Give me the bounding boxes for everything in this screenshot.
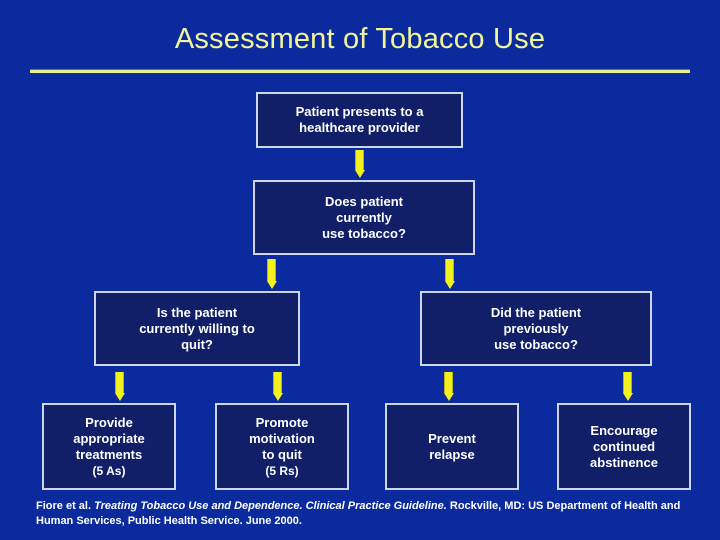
flow-node-willing-to-quit[interactable]: Is the patient currently willing to quit… xyxy=(94,291,300,366)
arrow-head xyxy=(114,393,125,401)
flow-node-sublabel: (5 Rs) xyxy=(265,463,299,478)
title-divider xyxy=(30,69,690,74)
flow-node-line: previously xyxy=(503,320,569,336)
arrow-shaft xyxy=(355,150,364,170)
flow-node-line: Does patient xyxy=(324,193,403,209)
arrow-head xyxy=(443,393,454,401)
flow-node-prevent-relapse[interactable]: Prevent relapse xyxy=(385,403,519,490)
flow-node-line: Encourage xyxy=(590,422,658,438)
arrow-head xyxy=(444,281,455,289)
flow-node-line: currently xyxy=(336,209,392,225)
citation: Fiore et al. Treating Tobacco Use and De… xyxy=(36,499,706,529)
arrow-shaft xyxy=(115,372,124,393)
flow-node-line: appropriate xyxy=(73,430,145,446)
flow-node-provide-treatments[interactable]: Provide appropriate treatments (5 As) xyxy=(42,403,176,490)
flow-node-line: Patient presents to a xyxy=(295,104,424,119)
flow-node-line: continued xyxy=(592,438,656,454)
flow-node-currently-use[interactable]: Does patient currently use tobacco? xyxy=(253,180,475,255)
flow-node-line: relapse xyxy=(429,446,475,462)
flow-node-sublabel: (5 As) xyxy=(92,463,126,478)
flow-arrow-down xyxy=(354,150,365,178)
arrow-shaft xyxy=(445,259,454,281)
flow-node-line: to quit xyxy=(262,446,302,462)
flow-node-line: Is the patient xyxy=(156,304,238,320)
arrow-shaft xyxy=(623,372,632,393)
arrow-shaft xyxy=(267,259,276,281)
flow-node-line: treatments xyxy=(75,446,143,462)
flow-node-line: abstinence xyxy=(590,454,658,470)
flow-node-line: currently willing to xyxy=(139,320,255,336)
arrow-head xyxy=(272,393,283,401)
flow-arrow-down xyxy=(266,259,277,289)
flow-arrow-down xyxy=(443,372,454,401)
flow-node-line: Did the patient xyxy=(490,304,582,320)
citation-publisher: Rockville, MD: US Department of Health a… xyxy=(36,500,681,527)
flow-node-line: motivation xyxy=(249,430,315,446)
citation-author: Fiore et al. xyxy=(36,500,92,512)
flow-arrow-down xyxy=(114,372,125,401)
flow-arrow-down xyxy=(444,259,455,289)
flow-node-line: Provide xyxy=(85,414,133,430)
flow-node-promote-motivation[interactable]: Promote motivation to quit (5 Rs) xyxy=(215,403,349,490)
flow-node-patient-presents[interactable]: Patient presents to a healthcare provide… xyxy=(256,92,463,148)
arrow-head xyxy=(266,281,277,289)
flow-node-encourage-abstinence[interactable]: Encourage continued abstinence xyxy=(557,403,691,490)
flow-node-line: Prevent xyxy=(428,430,476,446)
flow-node-line: use tobacco? xyxy=(322,225,406,241)
flow-node-line: Promote xyxy=(255,414,309,430)
arrow-head xyxy=(622,393,633,401)
flow-node-line: healthcare provider xyxy=(299,120,420,135)
arrow-head xyxy=(354,170,365,178)
arrow-shaft xyxy=(444,372,453,393)
page-title: Assessment of Tobacco Use xyxy=(174,23,546,55)
flow-node-line: quit? xyxy=(181,336,213,352)
flow-node-line: use tobacco? xyxy=(494,336,578,352)
flow-node-previously-use[interactable]: Did the patient previously use tobacco? xyxy=(420,291,652,366)
flow-arrow-down xyxy=(622,372,633,401)
citation-source-title: Treating Tobacco Use and Dependence. Cli… xyxy=(94,500,447,512)
arrow-shaft xyxy=(273,372,282,393)
flow-arrow-down xyxy=(272,372,283,401)
